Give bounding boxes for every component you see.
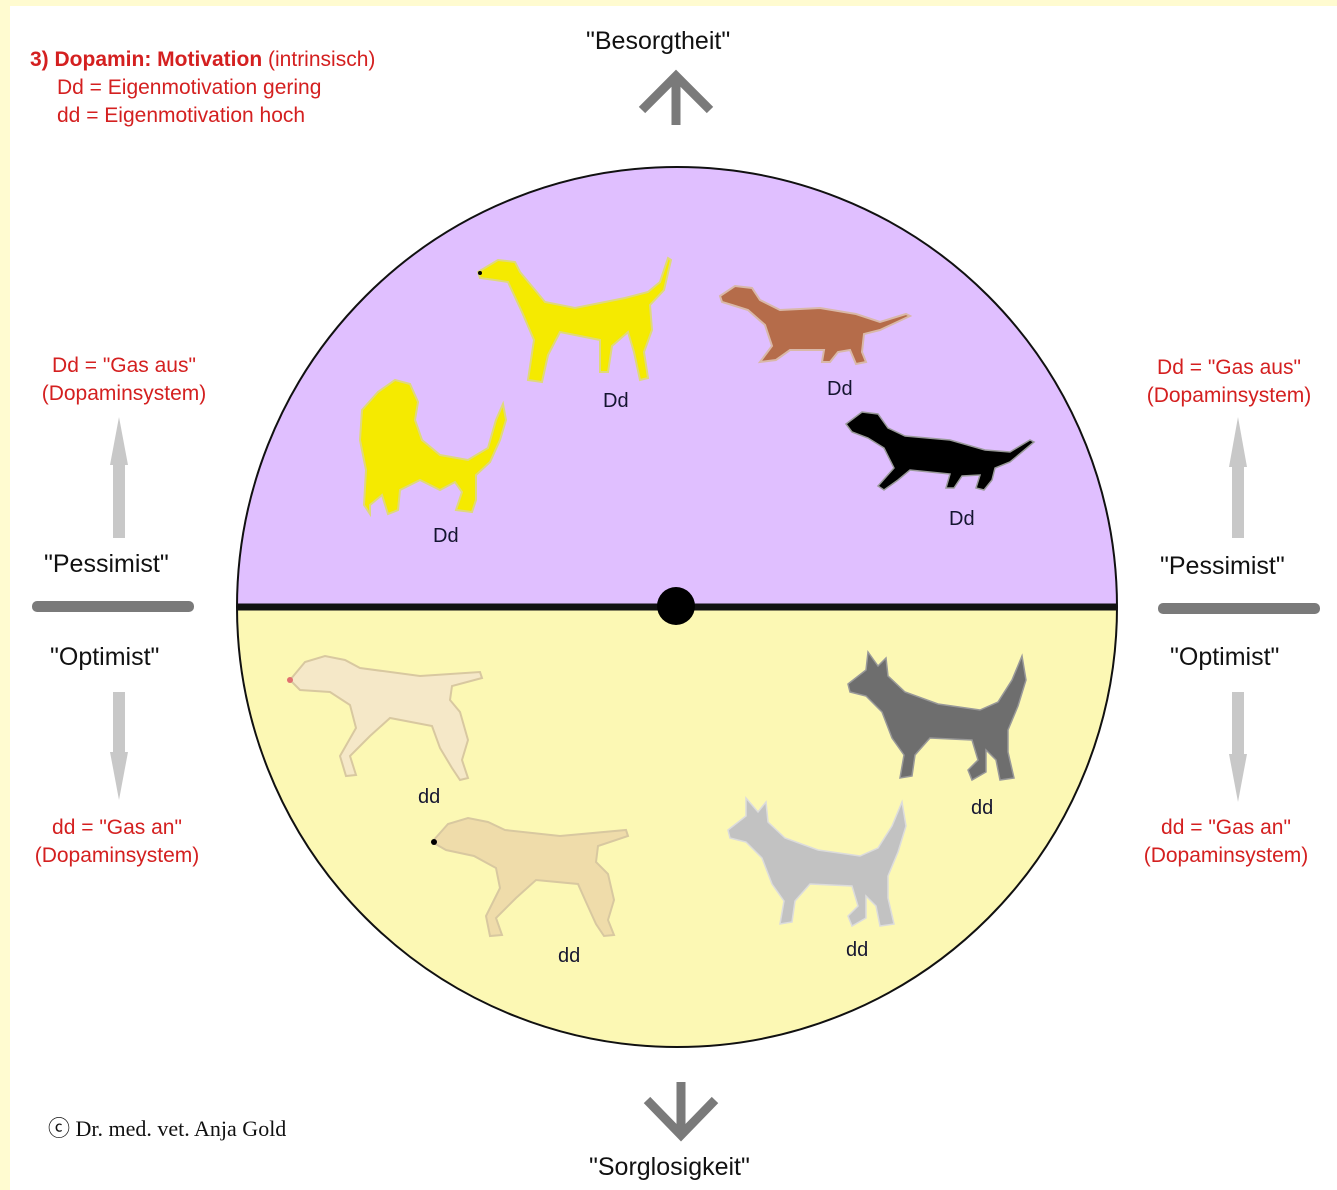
left-axis-bar [32, 601, 194, 612]
bottom-label-sorglosigkeit: "Sorglosigkeit" [589, 1153, 750, 1182]
copyright-notice: ⓒ Dr. med. vet. Anja Gold [48, 1111, 286, 1143]
top-label-besorgtheit: "Besorgtheit" [586, 27, 730, 56]
right-gas-aus-sub: (Dopaminsystem) [1134, 382, 1324, 410]
left-optimist-label: "Optimist" [50, 643, 159, 672]
right-optimist-label: "Optimist" [1170, 643, 1279, 672]
legend-title-bold: 3) Dopamin: Motivation [30, 48, 262, 71]
down-arrow-icon [647, 1082, 715, 1135]
legend-title-rest: (intrinsisch) [268, 48, 375, 71]
right-gas-aus-label: Dd = "Gas aus" [1134, 354, 1324, 382]
dog-label-dark-grey-shepherd: dd [971, 797, 993, 820]
left-pessimist-label: "Pessimist" [44, 550, 169, 579]
dog-label-black-dachshund: Dd [949, 508, 975, 531]
left-up-arrow-icon [110, 417, 128, 538]
legend-line-dd-high: dd = Eigenmotivation hoch [57, 102, 305, 130]
right-up-arrow-icon [1229, 417, 1247, 538]
dog-label-yellow-retriever: Dd [433, 525, 459, 548]
dog-label-cream-pointer-top: dd [418, 786, 440, 809]
right-pessimist-label: "Pessimist" [1160, 552, 1285, 581]
left-gas-an-label: dd = "Gas an" [22, 814, 212, 842]
dog-label-light-grey-shepherd: dd [846, 939, 868, 962]
dog-label-cream-pointer-bottom: dd [558, 945, 580, 968]
dog-label-yellow-greyhound: Dd [603, 390, 629, 413]
up-arrow-icon [642, 76, 710, 125]
left-down-arrow-icon [110, 692, 128, 800]
dog-label-brown-dachshund: Dd [827, 378, 853, 401]
right-axis-bar [1158, 603, 1320, 614]
center-dot [657, 587, 695, 625]
left-gas-an-sub: (Dopaminsystem) [22, 842, 212, 870]
left-gas-aus-label: Dd = "Gas aus" [29, 352, 219, 380]
upper-half-area [237, 167, 1117, 607]
legend-title: 3) Dopamin: Motivation (intrinsisch) [30, 46, 375, 74]
left-gas-aus-sub: (Dopaminsystem) [29, 380, 219, 408]
right-down-arrow-icon [1229, 692, 1247, 802]
legend-line-dd-low: Dd = Eigenmotivation gering [57, 74, 321, 102]
right-gas-an-sub: (Dopaminsystem) [1131, 842, 1321, 870]
right-gas-an-label: dd = "Gas an" [1131, 814, 1321, 842]
